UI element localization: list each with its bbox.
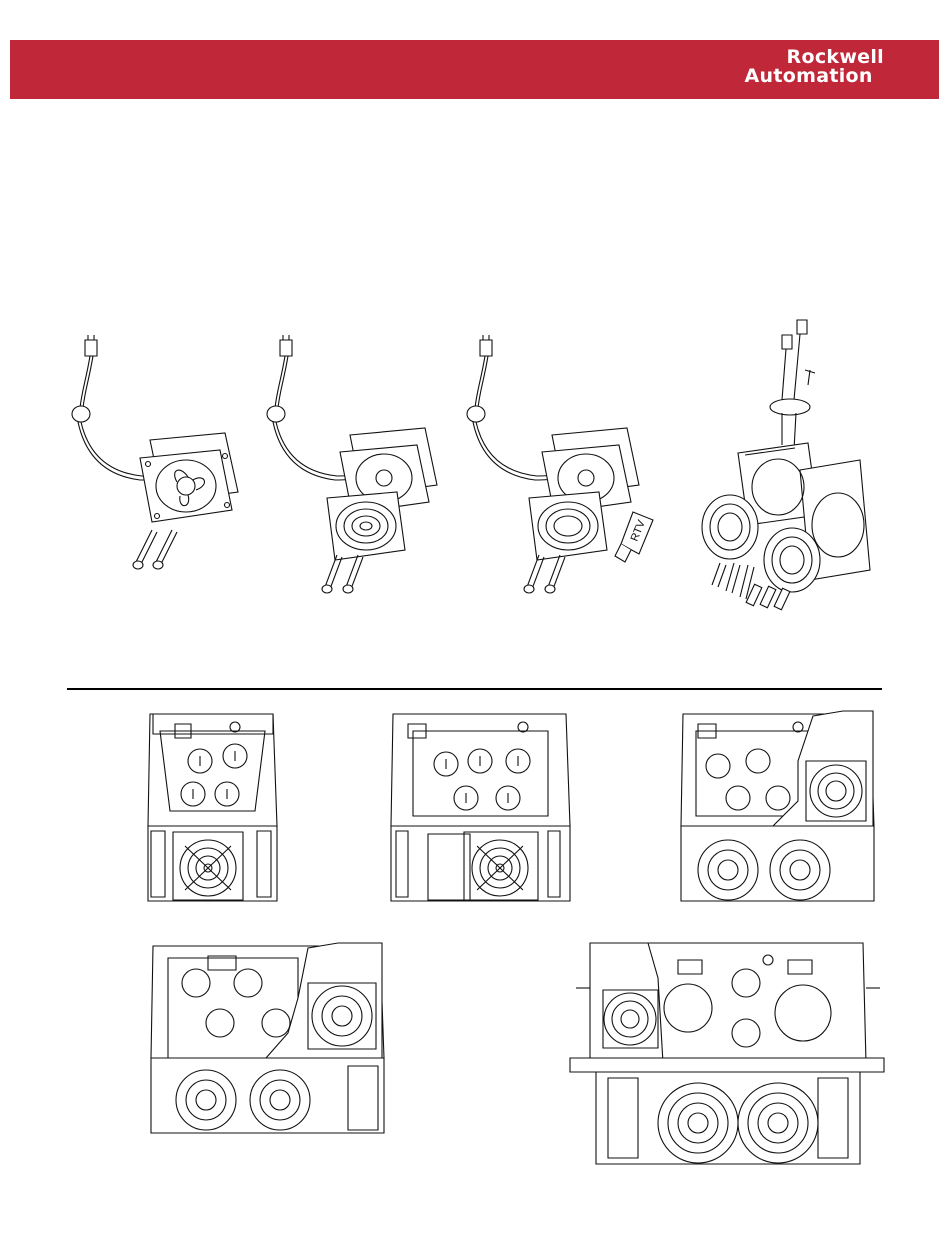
- drive-illustration-2: [388, 706, 573, 906]
- fan-kit-illustration-2: [255, 330, 455, 595]
- fan-kit-illustration-1: [60, 330, 260, 580]
- fan-kit-illustration-3: RTV: [455, 330, 665, 595]
- section-divider: [67, 688, 882, 690]
- rtv-tube: RTV: [615, 512, 653, 562]
- drive-illustration-4: [148, 938, 388, 1138]
- drive-illustration-1: [145, 706, 280, 906]
- header-banner: Rockwell Automation: [10, 40, 939, 99]
- fan-kit-illustration-4: [690, 315, 890, 615]
- logo-line-2: Automation: [745, 67, 884, 86]
- drive-illustration-3: [678, 706, 878, 906]
- rockwell-automation-logo: Rockwell Automation: [745, 48, 884, 86]
- drive-illustration-5: [568, 938, 886, 1168]
